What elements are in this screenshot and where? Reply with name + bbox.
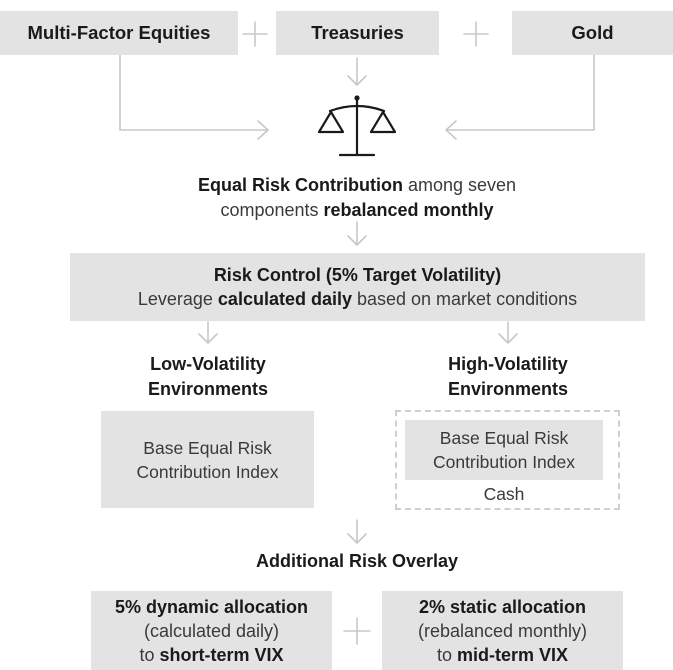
elbow-arrow-right (445, 51, 595, 140)
gold-box: Gold (512, 11, 673, 55)
gold-label: Gold (571, 22, 614, 43)
risk-control-box: Risk Control (5% Target Volatility) Leve… (70, 253, 645, 321)
high-vol-heading: High-Volatility Environments (405, 352, 611, 402)
high-vol-heading-line1: High-Volatility (448, 354, 568, 374)
overlay-dynamic-box: 5% dynamic allocation (calculated daily)… (91, 591, 332, 670)
plus-icon (242, 21, 268, 47)
high-vol-box-line2: Contribution Index (432, 452, 576, 472)
risk-control-title: Risk Control (5% Target Volatility) (213, 265, 502, 285)
scale-icon (317, 95, 397, 157)
erc-bold: Equal Risk Contribution (197, 175, 403, 195)
dynamic-to: to (139, 644, 160, 665)
low-vol-heading: Low-Volatility Environments (108, 352, 308, 402)
plus-icon (463, 21, 489, 47)
risk-control-pre: Leverage (137, 289, 218, 309)
low-vol-box-line2: Contribution Index (136, 461, 279, 482)
high-vol-cash: Cash (483, 484, 525, 504)
risk-control-bold: calculated daily (217, 289, 352, 309)
arrow-down-icon (198, 321, 218, 344)
arrow-down-icon (347, 519, 367, 544)
erc-components: components (220, 200, 324, 220)
treasuries-box: Treasuries (276, 11, 439, 55)
high-vol-index-box: Base Equal Risk Contribution Index (405, 420, 603, 480)
static-target: mid-term VIX (456, 644, 569, 665)
static-to: to (436, 644, 457, 665)
erc-rest: among seven (402, 175, 517, 195)
plus-icon (343, 617, 371, 645)
low-vol-index-box: Base Equal Risk Contribution Index (101, 411, 314, 508)
arrow-down-icon (347, 221, 367, 246)
low-vol-heading-line2: Environments (147, 379, 269, 399)
risk-control-post: based on market conditions (351, 289, 578, 309)
treasuries-label: Treasuries (311, 22, 404, 43)
low-vol-box-line1: Base Equal Risk (143, 437, 272, 458)
dynamic-title: 5% dynamic allocation (114, 596, 309, 617)
low-vol-heading-line1: Low-Volatility (150, 354, 266, 374)
dynamic-sub: (calculated daily) (143, 620, 280, 641)
overlay-title: Additional Risk Overlay (255, 551, 459, 571)
arrow-down-icon (347, 57, 367, 86)
high-vol-container (395, 410, 620, 510)
static-title: 2% static allocation (418, 596, 587, 617)
erc-rebalanced: rebalanced monthly (323, 200, 494, 220)
equities-label: Multi-Factor Equities (27, 22, 211, 43)
high-vol-heading-line2: Environments (447, 379, 569, 399)
high-vol-box-line1: Base Equal Risk (439, 428, 569, 448)
equities-box: Multi-Factor Equities (0, 11, 238, 55)
erc-description: Equal Risk Contribution among seven comp… (120, 173, 594, 223)
overlay-static-box: 2% static allocation (rebalanced monthly… (382, 591, 623, 670)
dynamic-target: short-term VIX (159, 644, 284, 665)
static-sub: (rebalanced monthly) (417, 620, 588, 641)
elbow-arrow-left (119, 51, 269, 140)
arrow-down-icon (498, 321, 518, 344)
